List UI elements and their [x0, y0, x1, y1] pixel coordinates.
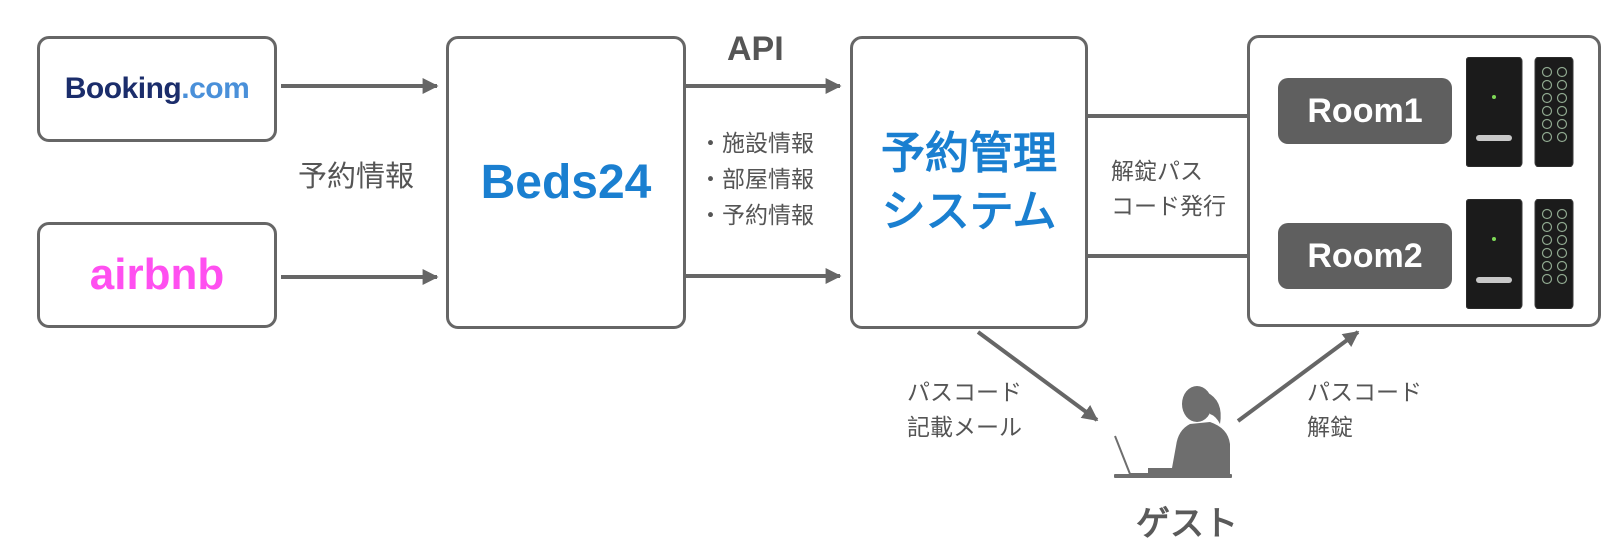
booking-node: Booking.com	[37, 36, 277, 142]
beds24-node: Beds24	[446, 36, 686, 329]
booking-logo-part2: .com	[181, 72, 250, 105]
issue-passcode-line2: コード発行	[1111, 194, 1226, 220]
airbnb-logo: airbnb	[89, 250, 225, 299]
airbnb-node: airbnb	[37, 222, 277, 328]
room1-badge: Room1	[1278, 78, 1452, 144]
passcode-email-label: パスコード 記載メール	[907, 376, 1022, 446]
guest-label: ゲスト	[1136, 504, 1238, 544]
booking-logo: Booking.com	[65, 72, 250, 106]
guest-with-laptop-icon	[1114, 386, 1232, 478]
passcode-email-line2: 記載メール	[907, 415, 1022, 441]
reservation-system-line1: 予約管理	[881, 127, 1057, 179]
ota-edge-label: 予約情報	[298, 159, 415, 193]
data-item-room: ・部屋情報	[699, 167, 814, 193]
passcode-email-line1: パスコード	[907, 380, 1022, 406]
smart-lock-room1-icon	[1466, 57, 1574, 167]
passcode-unlock-label: パスコード 解錠	[1307, 376, 1422, 446]
room2-badge: Room2	[1278, 223, 1452, 289]
passcode-unlock-line1: パスコード	[1307, 380, 1422, 406]
data-item-reservation: ・予約情報	[699, 203, 814, 229]
booking-logo-part1: Booking	[64, 72, 182, 105]
arrow-guest-to-rooms	[1236, 330, 1360, 423]
beds24-label: Beds24	[480, 156, 652, 209]
data-item-facility: ・施設情報	[699, 131, 814, 157]
reservation-system-node: 予約管理 システム	[850, 36, 1088, 329]
issue-passcode-line1: 解錠パス	[1111, 159, 1203, 185]
arrow-system-to-guest	[976, 330, 1099, 422]
reservation-system-label: 予約管理 システム	[881, 125, 1057, 241]
api-label: API	[727, 30, 784, 68]
passcode-unlock-line2: 解錠	[1307, 415, 1353, 441]
reservation-system-line2: システム	[881, 185, 1057, 237]
smart-lock-room2-icon	[1466, 199, 1574, 309]
issue-passcode-label: 解錠パス コード発行	[1111, 155, 1226, 225]
